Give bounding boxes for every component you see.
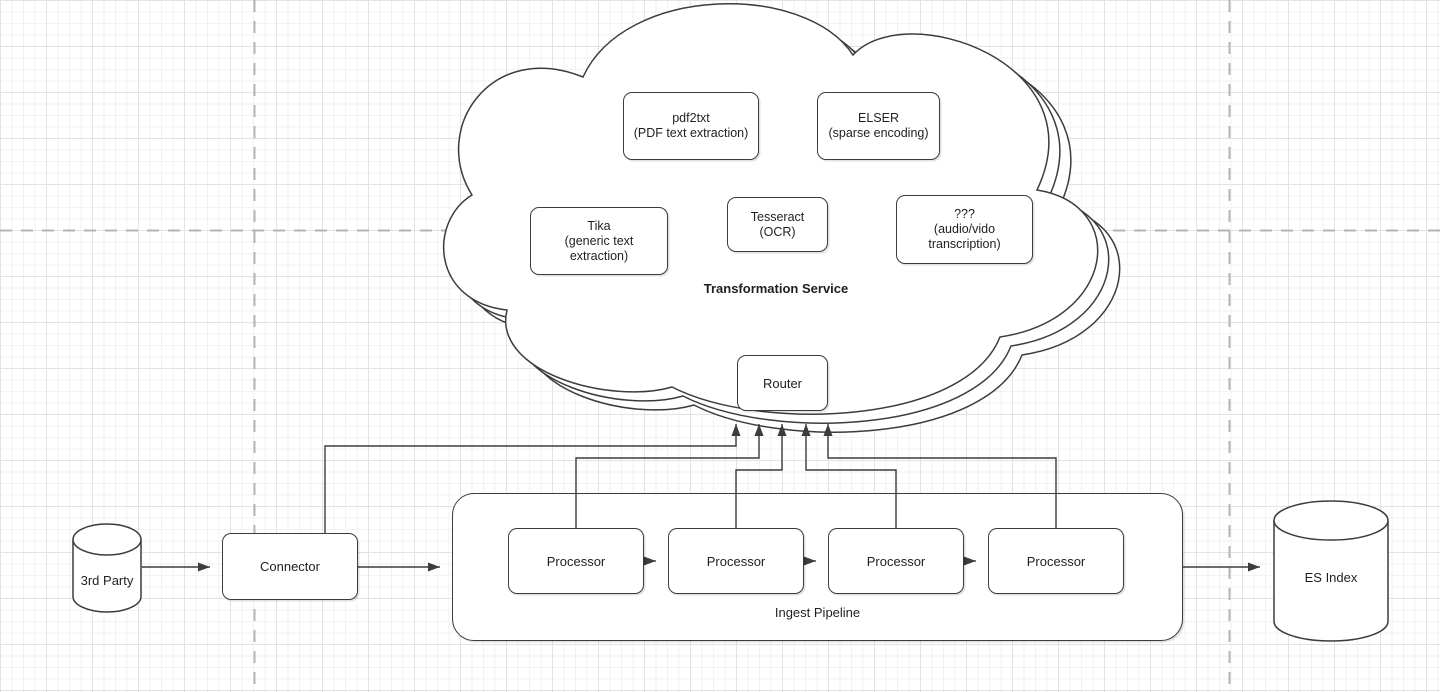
- service-sublabel: (OCR): [759, 224, 796, 239]
- cloud-title-line1: Transformation: [703, 281, 799, 296]
- ingest-pipeline-label: Ingest Pipeline: [774, 605, 861, 620]
- edge-processor4-to-router[interactable]: [823, 424, 1057, 528]
- processor-label: Processor: [546, 553, 606, 569]
- service-label: pdf2txt: [672, 111, 710, 125]
- service-sublabel: (audio/vido: [933, 222, 996, 236]
- service-box-pdf2txt[interactable]: pdf2txt (PDF text extraction): [623, 92, 759, 160]
- cylinder-shape: [72, 523, 142, 613]
- cloud-title: Transformation Service: [676, 281, 876, 297]
- service-sublabel: extraction): [569, 248, 629, 263]
- service-sublabel: transcription): [928, 237, 1001, 251]
- es-index-database[interactable]: ES Index: [1273, 500, 1389, 642]
- processor-label: Processor: [866, 553, 926, 569]
- processor-box-3[interactable]: Processor: [828, 528, 964, 594]
- connector-box[interactable]: Connector: [222, 533, 358, 600]
- service-box-tesseract[interactable]: Tesseract (OCR): [727, 197, 828, 252]
- router-label: Router: [762, 375, 803, 391]
- connector-label: Connector: [260, 559, 320, 574]
- service-label: ???: [954, 207, 975, 221]
- service-box-elser[interactable]: ELSER (sparse encoding): [817, 92, 940, 160]
- processor-box-1[interactable]: Processor: [508, 528, 644, 594]
- service-box-unknown[interactable]: ??? (audio/vido transcription): [896, 195, 1033, 264]
- processor-box-2[interactable]: Processor: [668, 528, 804, 594]
- third-party-label: 3rd Party: [80, 573, 134, 588]
- service-box-tika[interactable]: Tika (generic text extraction): [530, 207, 668, 275]
- processor-box-4[interactable]: Processor: [988, 528, 1124, 594]
- service-sublabel: (generic text: [564, 233, 634, 248]
- cloud-title-line2: Service: [801, 281, 849, 296]
- service-label: Tesseract: [750, 209, 805, 224]
- service-sublabel: (sparse encoding): [828, 126, 929, 140]
- processor-label: Processor: [1026, 553, 1086, 569]
- edge-connector-to-router[interactable]: [324, 424, 741, 533]
- edge-processor3-to-router[interactable]: [801, 424, 897, 528]
- third-party-database[interactable]: 3rd Party: [72, 523, 142, 613]
- router-box[interactable]: Router: [737, 355, 828, 411]
- edge-processor1-to-router[interactable]: [575, 424, 764, 528]
- edge-processor2-to-router[interactable]: [735, 424, 787, 528]
- es-index-label: ES Index: [1304, 570, 1358, 585]
- service-sublabel: (PDF text extraction): [633, 126, 749, 140]
- processor-label: Processor: [706, 553, 766, 569]
- service-label: Tika: [587, 218, 611, 233]
- cylinder-shape: [1273, 500, 1389, 642]
- service-label: ELSER: [858, 111, 899, 125]
